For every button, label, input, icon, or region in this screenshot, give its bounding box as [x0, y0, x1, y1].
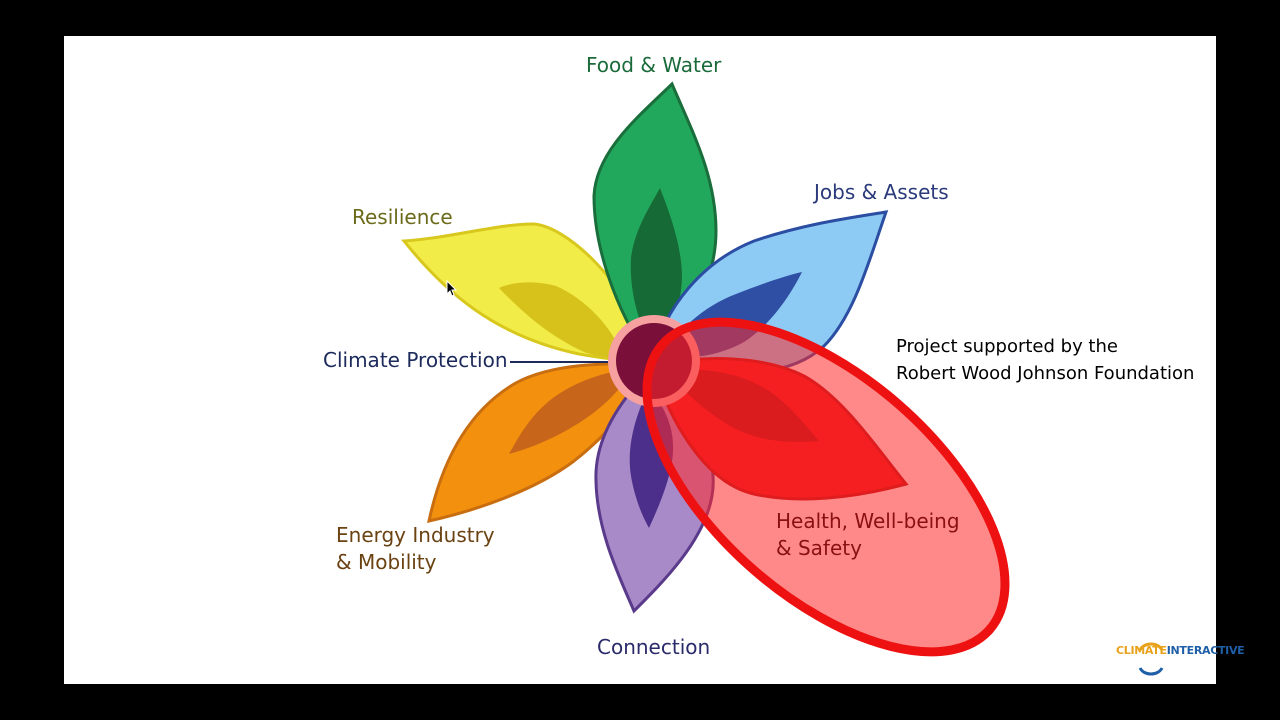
- petal-energy: [427, 362, 657, 523]
- logo-swirl-icon: [1138, 642, 1164, 676]
- label-jobs-assets: Jobs & Assets: [814, 180, 949, 204]
- highlight-ellipse: [642, 317, 1010, 657]
- funding-note-line1: Project supported by the: [896, 336, 1118, 357]
- flower-diagram: [401, 81, 1010, 657]
- label-resilience: Resilience: [352, 205, 453, 229]
- label-climate-protection: Climate Protection: [323, 348, 508, 372]
- slide: Food & Water Jobs & Assets Resilience Cl…: [64, 36, 1245, 684]
- label-energy: Energy Industry & Mobility: [336, 523, 495, 574]
- label-connection: Connection: [597, 635, 711, 659]
- climate-interactive-logo: CLIMATEINTERACTIVE: [1116, 644, 1245, 657]
- label-food-water: Food & Water: [586, 53, 722, 77]
- label-health: Health, Well-being & Safety: [776, 509, 960, 560]
- mouse-cursor-icon: [446, 280, 458, 297]
- funding-note: Project supported by the Robert Wood Joh…: [896, 333, 1194, 387]
- petal-resilience: [401, 222, 657, 363]
- funding-note-line2: Robert Wood Johnson Foundation: [896, 363, 1195, 384]
